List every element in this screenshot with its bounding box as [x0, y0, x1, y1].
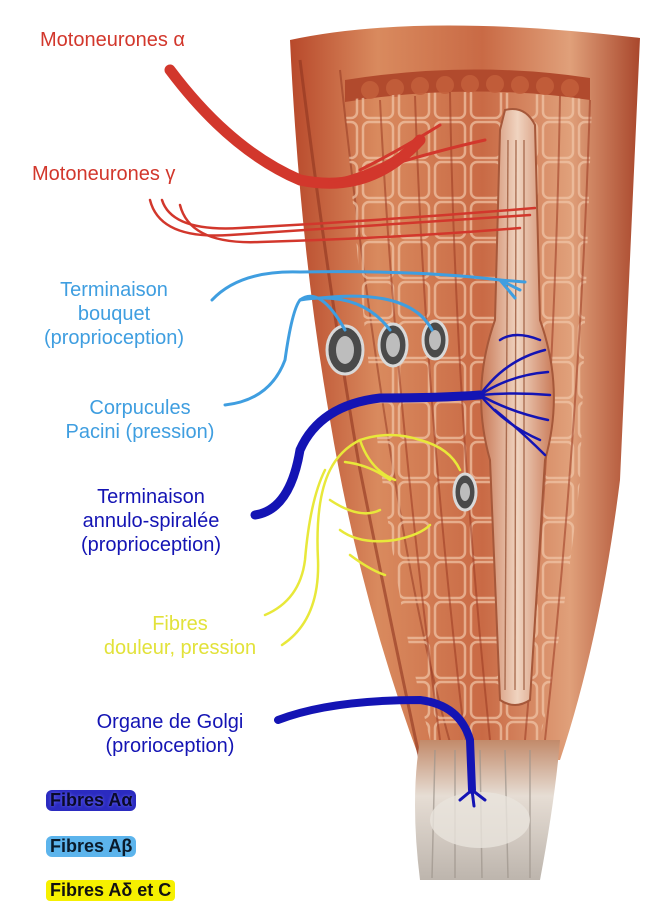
- legend-fibres-beta: Fibres Aβ: [46, 836, 136, 857]
- label-motoneurones-alpha: Motoneurones α: [40, 28, 185, 52]
- label-motoneurones-gamma: Motoneurones γ: [32, 162, 175, 186]
- label-annulo-3: (proprioception): [46, 533, 256, 557]
- label-annulo-2: annulo-spiralée: [46, 509, 256, 533]
- label-fibres-douleur-2: douleur, pression: [90, 636, 270, 660]
- label-annulo-1: Terminaison: [46, 485, 256, 509]
- legend-fibres-delta-c: Fibres Aδ et C: [46, 880, 175, 901]
- label-fibres-douleur-1: Fibres: [90, 612, 270, 636]
- label-terminaison-bouquet-1: Terminaison: [14, 278, 214, 302]
- legend-fibres-alpha: Fibres Aα: [46, 790, 136, 811]
- label-golgi-1: Organe de Golgi: [60, 710, 280, 734]
- label-golgi-2: (prorioception): [60, 734, 280, 758]
- tendon: [415, 740, 560, 880]
- label-corpuscules-1: Corpucules: [45, 396, 235, 420]
- label-terminaison-bouquet-3: (proprioception): [14, 326, 214, 350]
- label-terminaison-bouquet-2: bouquet: [14, 302, 214, 326]
- label-corpuscules-2: Pacini (pression): [45, 420, 235, 444]
